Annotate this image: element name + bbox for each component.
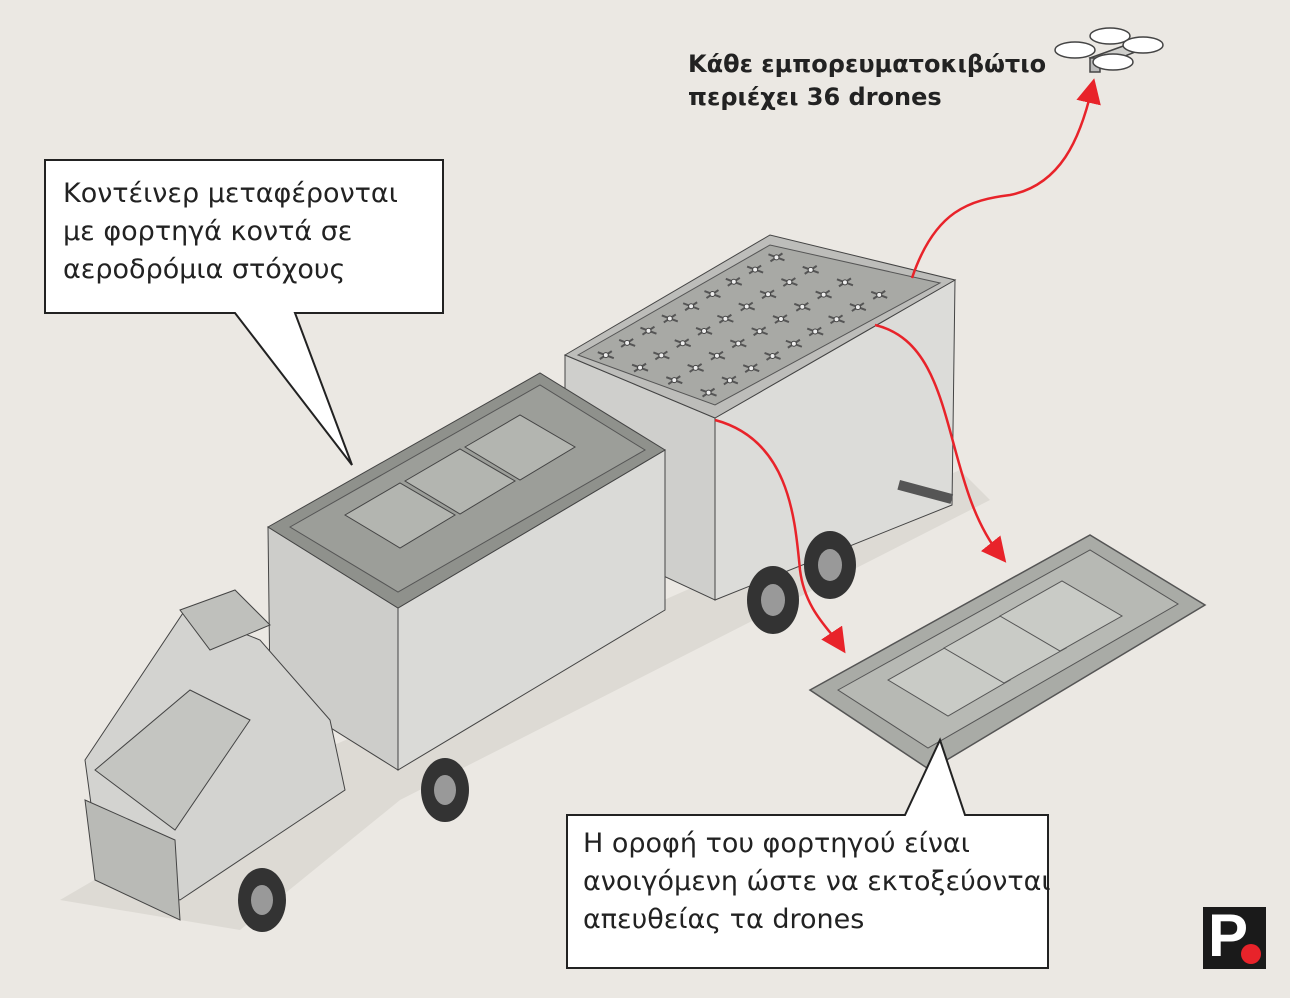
drone-mark xyxy=(759,289,777,300)
drone-mark xyxy=(597,350,615,360)
drone-mark xyxy=(836,277,854,288)
drone-mark xyxy=(674,338,692,349)
drone-mark xyxy=(806,326,824,337)
callout-bottom-line: απευθείας τα drones xyxy=(583,904,865,935)
drone-mark xyxy=(849,302,867,312)
logo-dot xyxy=(1241,944,1261,964)
headline: Κάθε εμπορευματοκιβώτιο περιέχει 36 dron… xyxy=(688,48,1046,114)
callout-top-line: αεροδρόμια στόχους xyxy=(63,254,346,285)
callout-bottom-box xyxy=(566,737,1049,969)
drone-mark xyxy=(793,301,811,312)
drone-mark xyxy=(682,301,700,312)
drone-mark xyxy=(729,338,747,349)
drone-mark xyxy=(772,314,790,324)
rear-wheels xyxy=(747,479,954,634)
launch-pad xyxy=(808,534,1207,771)
drone-mark xyxy=(738,301,756,312)
drone-mark xyxy=(746,264,764,275)
drone-mark xyxy=(631,362,649,373)
drone-mark xyxy=(687,363,704,373)
drone-mark xyxy=(640,325,657,336)
arrow-to-pad-1 xyxy=(874,323,1007,563)
headline-line-2: περιέχει 36 drones xyxy=(688,83,942,111)
drone-mark xyxy=(695,326,713,336)
drone-mark xyxy=(828,314,845,325)
drone-mark xyxy=(661,313,679,324)
drone-mark xyxy=(870,290,888,300)
headline-line-1: Κάθε εμπορευματοκιβώτιο xyxy=(688,50,1047,78)
drone-mark xyxy=(764,351,781,361)
drone-mark xyxy=(717,313,734,324)
callout-bottom-line: ανοιγόμενη ώστε να εκτοξεύονται xyxy=(583,866,1051,897)
drone-mark xyxy=(751,326,768,337)
drone-mark xyxy=(653,350,670,361)
callout-bottom-line: Η οροφή του φορτηγού είναι xyxy=(583,828,970,859)
truck-cab xyxy=(84,589,469,932)
callout-top-text: Κοντέινερ μεταφέρονται με φορτηγά κοντά … xyxy=(63,175,398,289)
drone-mark xyxy=(708,350,726,361)
drone-mark xyxy=(665,375,683,385)
drone-mark xyxy=(768,252,785,263)
drone-mark xyxy=(815,289,832,300)
drone-mark xyxy=(700,387,717,398)
arrow-to-pad-2 xyxy=(714,418,846,654)
callout-top-line: Κοντέινερ μεταφέρονται xyxy=(63,178,398,209)
drone-mark xyxy=(785,338,803,349)
callout-bottom-text: Η οροφή του φορτηγού είναι ανοιγόμενη ώσ… xyxy=(583,825,1051,939)
publisher-logo: P xyxy=(1203,902,1266,969)
arrow-to-drone xyxy=(910,78,1101,279)
drone-mark xyxy=(725,276,743,287)
drone-mark xyxy=(618,338,636,348)
callout-top-line: με φορτηγά κοντά σε xyxy=(63,216,353,247)
callout-top-box xyxy=(44,159,444,466)
front-container xyxy=(267,372,666,771)
red-arrows xyxy=(714,78,1101,654)
drone-icon xyxy=(1054,27,1164,73)
drone-mark xyxy=(802,265,820,275)
drone-mark xyxy=(742,363,760,374)
drone-mark xyxy=(781,277,798,287)
drone-mark xyxy=(704,289,721,299)
drone-mark xyxy=(721,375,739,386)
